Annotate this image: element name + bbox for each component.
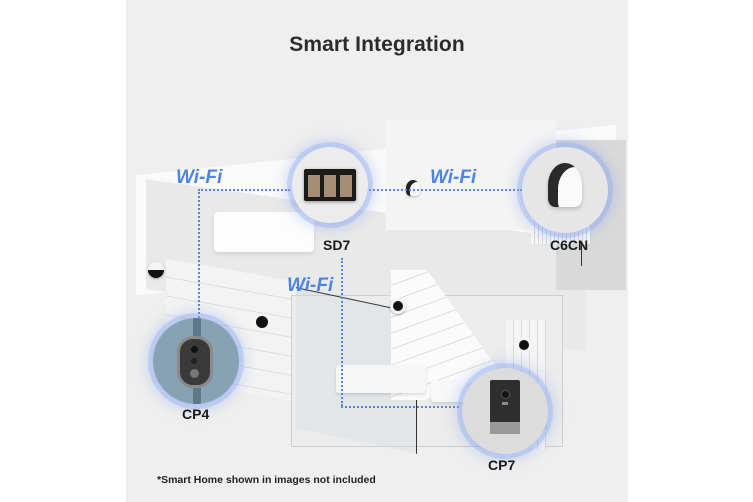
wifi-connection-line (198, 189, 290, 191)
device-cp4-highlight[interactable] (153, 318, 239, 404)
device-label-sd7: SD7 (323, 237, 351, 253)
sofa (336, 365, 426, 393)
disclaimer-footnote: *Smart Home shown in images not included (157, 474, 376, 486)
wifi-label: Wi-Fi (287, 275, 334, 296)
wifi-label: Wi-Fi (176, 167, 223, 188)
device-label-cp7: CP7 (488, 457, 516, 473)
illustration-panel: Smart Integration Wi-Fi Wi-Fi Wi-Fi SD7 … (126, 0, 628, 502)
wifi-connection-line (341, 258, 343, 406)
wifi-connection-line (198, 189, 200, 329)
pan-tilt-camera-icon (406, 180, 420, 196)
device-label-c6cn: C6CN (550, 237, 589, 253)
outdoor-camera-icon (516, 337, 532, 353)
doorbell-panel-icon (490, 380, 520, 434)
device-c6cn-highlight[interactable] (522, 147, 608, 233)
device-label-cp4: CP4 (182, 406, 210, 422)
door-viewer-icon (177, 336, 213, 388)
pan-tilt-camera-icon (548, 163, 582, 207)
outdoor-camera-icon (148, 262, 164, 278)
wifi-connection-line (341, 406, 459, 408)
device-sd7-highlight[interactable] (292, 147, 368, 223)
wifi-connection-line (362, 189, 522, 191)
ottoman (431, 380, 467, 402)
smart-display-icon (304, 169, 356, 201)
outdoor-camera-icon (254, 314, 270, 330)
bed (214, 212, 314, 252)
wifi-label: Wi-Fi (430, 167, 477, 188)
page-title: Smart Integration (289, 33, 465, 56)
device-cp7-highlight[interactable] (462, 368, 548, 454)
indoor-camera-icon (390, 298, 406, 314)
cable-line (581, 242, 582, 266)
